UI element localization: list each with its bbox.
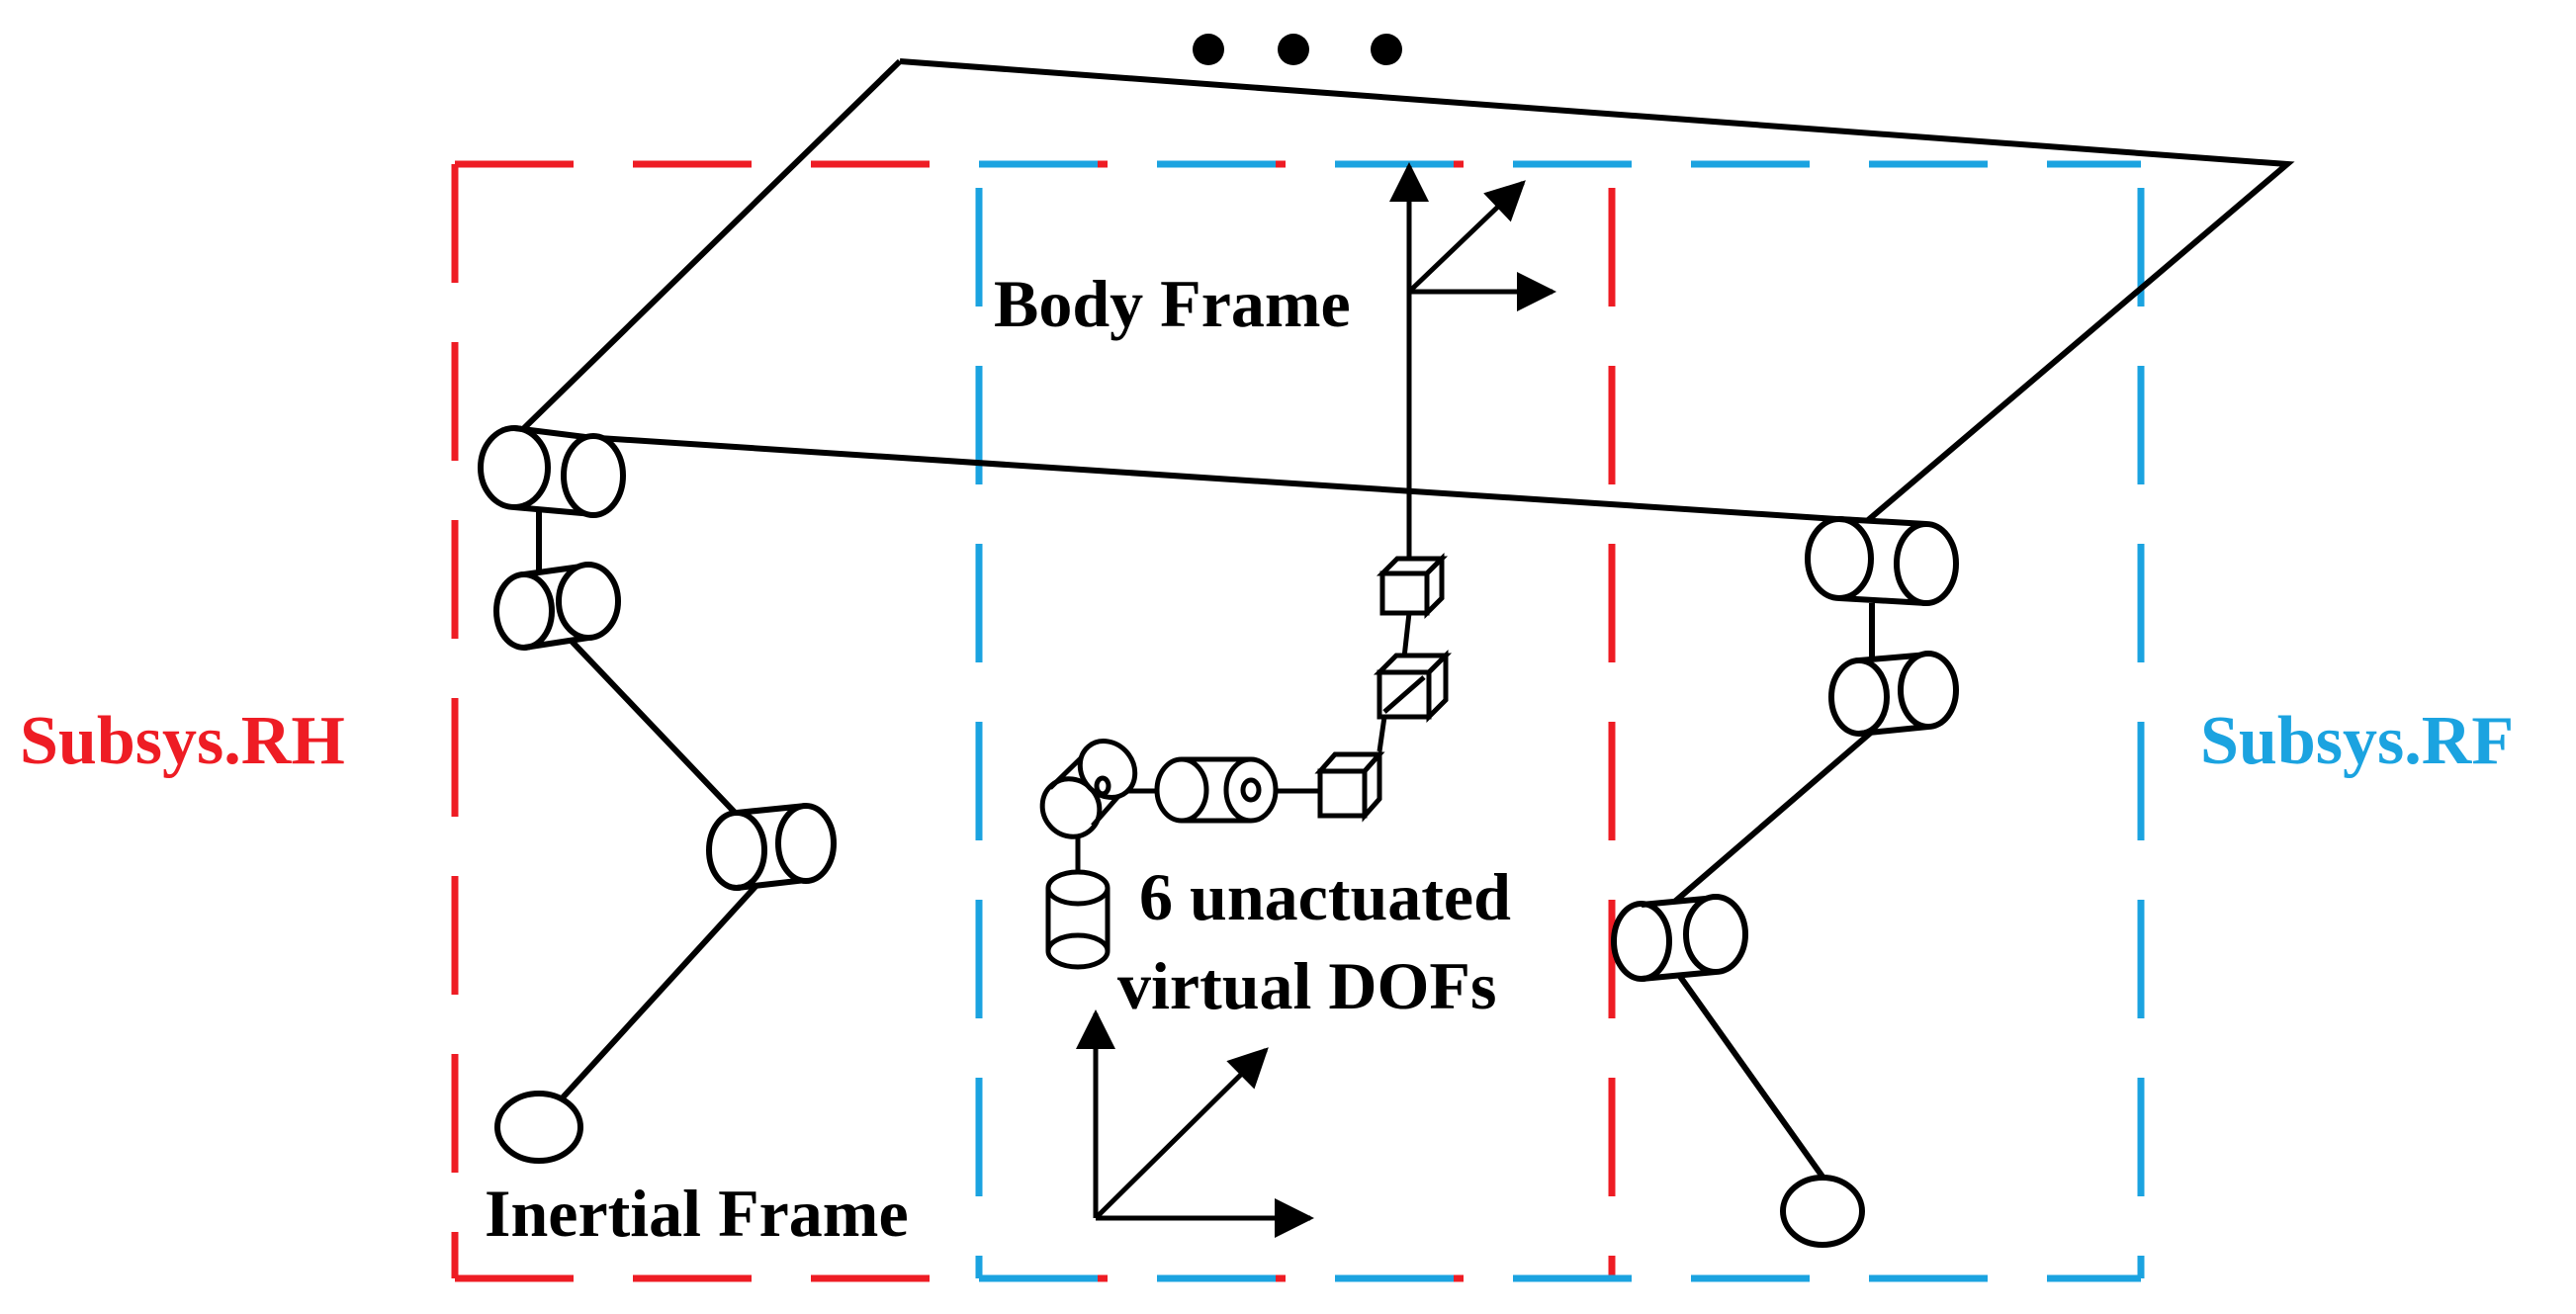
foot-rh [494, 1091, 583, 1164]
hip-joint-rf [1805, 516, 1959, 606]
virtual-dofs-label-line1: 6 unactuated [1139, 859, 1511, 934]
leg-rh [478, 425, 837, 1164]
foot-rf [1780, 1175, 1865, 1248]
knee-joint-rh-1 [493, 562, 621, 651]
subsys-rh-label: Subsys.RH [20, 703, 345, 779]
prismatic-joint-2 [1373, 649, 1453, 724]
body-plate [521, 58, 2295, 524]
inertial-frame-axes [1076, 1009, 1314, 1238]
hip-joint-rh [478, 425, 626, 518]
inertial-frame-label: Inertial Frame [485, 1176, 909, 1251]
ellipsis-dots [1193, 34, 1402, 65]
leg-rf [1611, 516, 1959, 1248]
prismatic-joint-1 [1376, 552, 1449, 620]
revolute-joint-2 [1039, 739, 1138, 839]
virtual-dofs-label-line2: virtual DOFs [1117, 948, 1496, 1023]
revolute-joint-1 [1154, 756, 1279, 824]
knee-joint-rh-2 [706, 803, 837, 891]
virtual-dof-chain [1039, 534, 1453, 970]
knee-joint-rf-2 [1611, 894, 1748, 982]
subsys-rf-label: Subsys.RF [2200, 703, 2514, 779]
prismatic-joint-3 [1314, 747, 1385, 823]
subsystem-rf-box [975, 160, 2145, 1282]
knee-joint-rf-1 [1828, 651, 1959, 737]
body-frame-axes [1389, 162, 1556, 534]
revolute-joint-3 [1045, 869, 1110, 970]
body-frame-label: Body Frame [994, 266, 1351, 341]
